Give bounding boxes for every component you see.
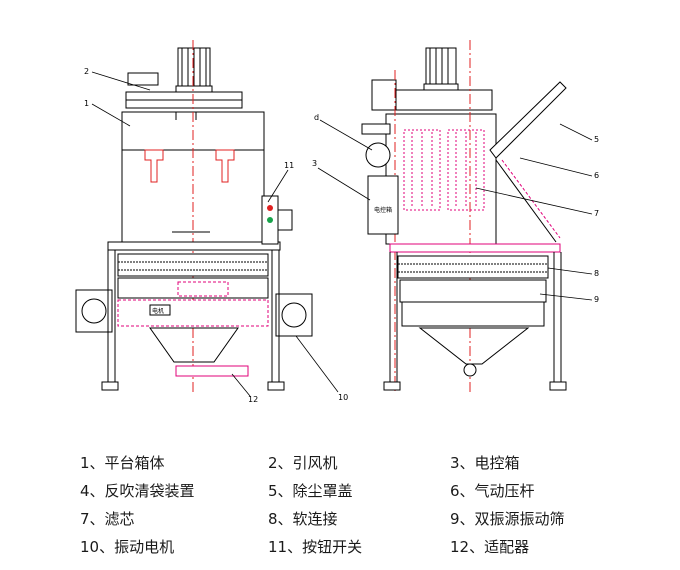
legend-item-6: 6、气动压杆 — [450, 482, 535, 500]
legend: 1、平台箱体 2、引风机 3、电控箱 4、反吹清袋装置 5、除尘罩盖 6、气动压… — [0, 440, 680, 565]
legend-item-7: 7、滤芯 — [80, 510, 135, 528]
callout-10: 10 — [338, 393, 348, 402]
legend-item-2: 2、引风机 — [268, 454, 338, 472]
callout-6: 6 — [594, 171, 599, 180]
legend-item-12: 12、适配器 — [450, 538, 530, 556]
side-view — [361, 40, 567, 394]
front-view — [75, 40, 313, 395]
callout-5: 5 — [594, 135, 599, 144]
legend-item-8: 8、软连接 — [268, 510, 338, 528]
box-tag: 电机 — [152, 307, 164, 315]
callout-11: 11 — [284, 161, 294, 170]
equipment-drawing: 2 1 11 12 10 d 3 5 6 7 8 9 电控箱 电机 — [75, 40, 599, 404]
legend-item-9: 9、双振源振动筛 — [450, 510, 565, 528]
callout-9: 9 — [594, 295, 599, 304]
control-box-text: 电控箱 — [374, 206, 392, 214]
callout-12: 12 — [248, 395, 258, 404]
legend-item-3: 3、电控箱 — [450, 454, 520, 472]
callout-7: 7 — [594, 209, 599, 218]
legend-item-10: 10、振动电机 — [80, 538, 175, 556]
callout-leaders — [91, 71, 593, 397]
callout-labels: 2 1 11 12 10 d 3 5 6 7 8 9 电控箱 电机 — [84, 67, 599, 404]
legend-item-1: 1、平台箱体 — [80, 454, 165, 472]
callout-3: 3 — [312, 159, 317, 168]
legend-item-4: 4、反吹清袋装置 — [80, 482, 195, 500]
callout-1: 1 — [84, 99, 89, 108]
callout-d: d — [314, 113, 319, 122]
legend-item-11: 11、按钮开关 — [268, 538, 363, 556]
callout-8: 8 — [594, 269, 599, 278]
callout-2: 2 — [84, 67, 89, 76]
legend-item-5: 5、除尘罩盖 — [268, 482, 353, 500]
